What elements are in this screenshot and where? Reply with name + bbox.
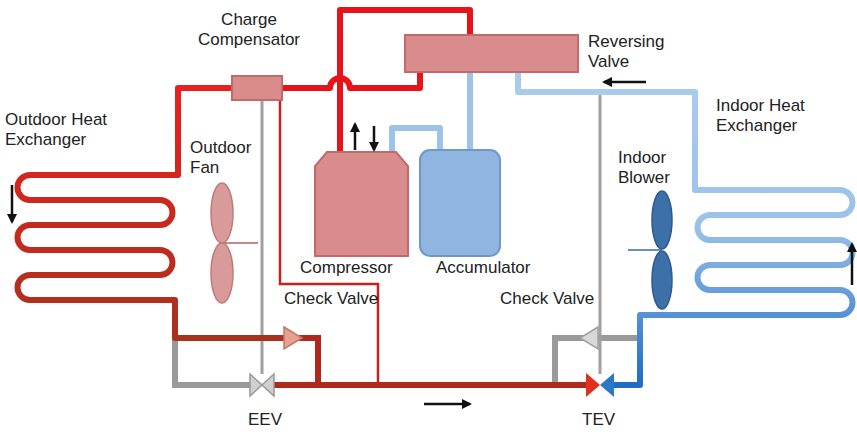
part-label: Indoor Blower bbox=[618, 148, 680, 188]
accumulator-body bbox=[420, 150, 500, 256]
part-label: Check Valve bbox=[284, 289, 378, 309]
charge-compensator bbox=[232, 76, 282, 100]
eev-symbol bbox=[250, 374, 274, 396]
discharge-pipe bbox=[340, 10, 470, 152]
bypass-pipes bbox=[175, 338, 640, 385]
part-label: Outdoor Heat Exchanger bbox=[5, 110, 140, 150]
part-label: EEV bbox=[248, 410, 282, 430]
reversing-valve bbox=[405, 35, 578, 72]
hot-gas-pipe bbox=[282, 72, 420, 88]
tev-outlet bbox=[600, 373, 614, 397]
compressor-body bbox=[315, 152, 408, 256]
part-label: Compressor bbox=[300, 258, 393, 278]
flow-arrows bbox=[12, 82, 852, 404]
part-label: Charge Compensator bbox=[193, 10, 305, 50]
indoor-coil bbox=[518, 72, 852, 385]
check-valve-outdoor bbox=[284, 327, 302, 349]
check-valve-indoor bbox=[580, 327, 598, 349]
liquid-line bbox=[272, 338, 590, 385]
tev-inlet bbox=[586, 373, 600, 397]
part-label: Outdoor Fan bbox=[190, 138, 252, 178]
part-label: Accumulator bbox=[436, 258, 530, 278]
part-label: TEV bbox=[582, 410, 615, 430]
part-label: Indoor Heat Exchanger bbox=[716, 96, 844, 136]
outdoor-fan bbox=[211, 183, 258, 303]
sensing-lines bbox=[262, 88, 600, 374]
part-label: Check Valve bbox=[500, 289, 594, 309]
indoor-blower bbox=[628, 191, 672, 309]
suction-pipes bbox=[392, 72, 470, 152]
part-label: Reversing Valve bbox=[588, 32, 680, 72]
